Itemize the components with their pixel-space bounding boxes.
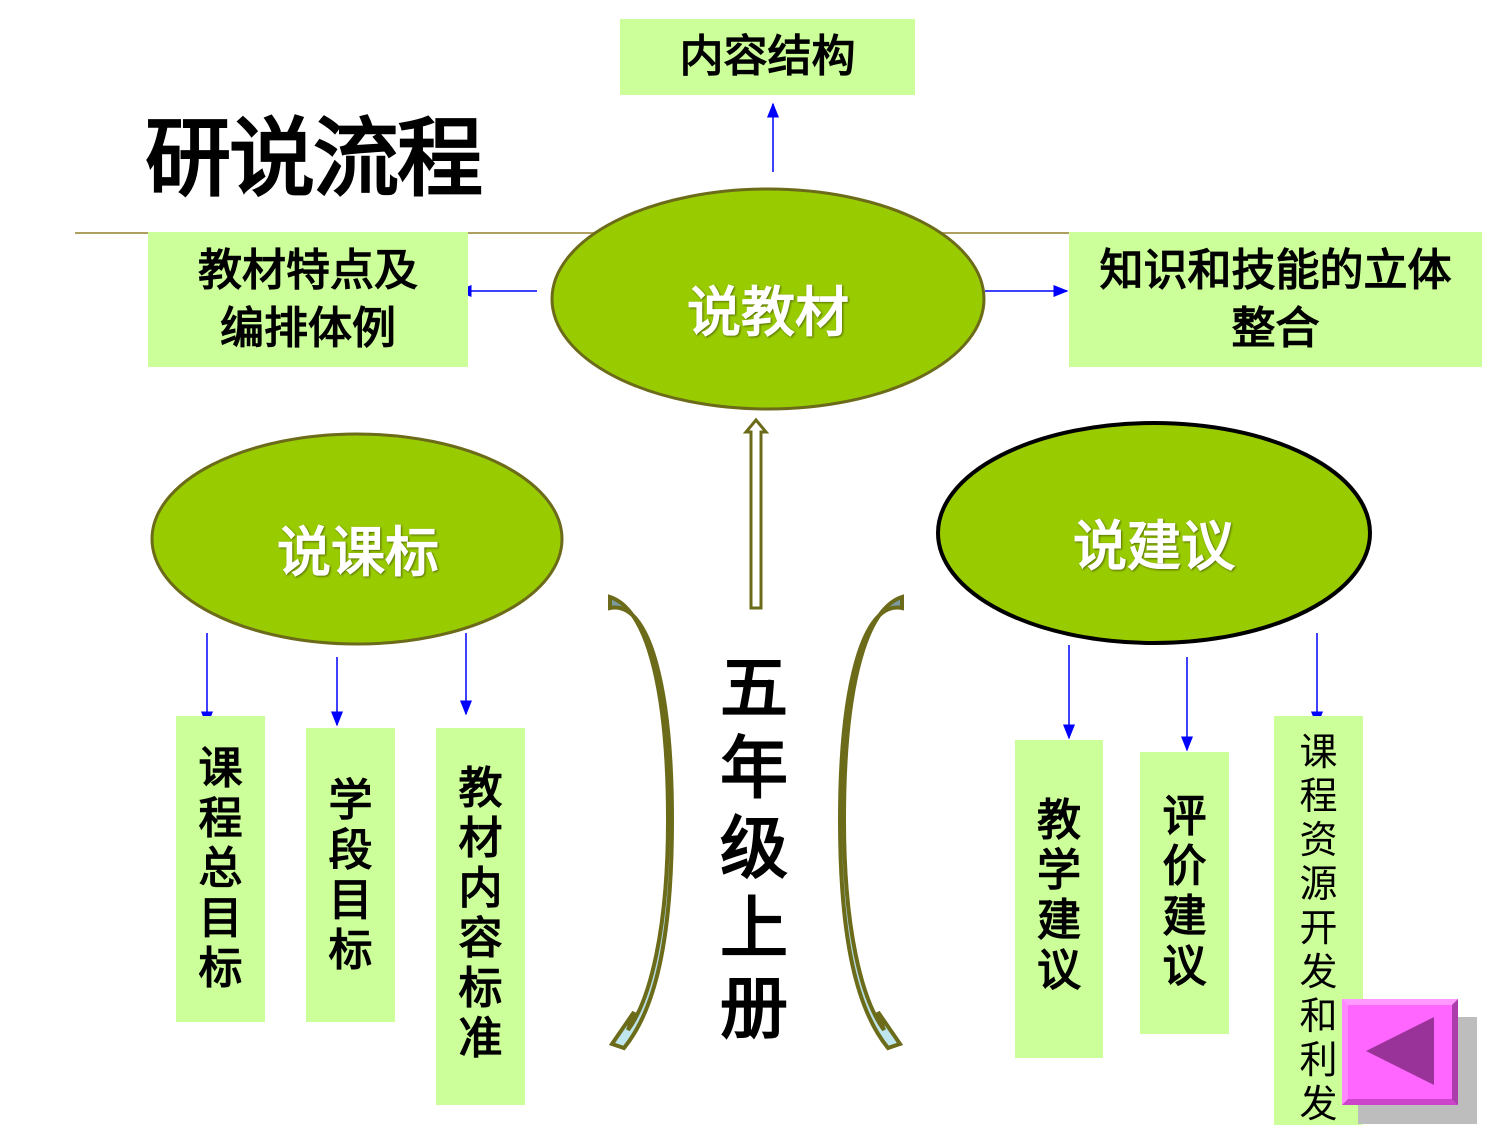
oval-shuo-kebiao (150, 432, 564, 646)
box-label: 教学建议 (1037, 795, 1081, 996)
box-course-goals: 课程总目标 (176, 716, 265, 1022)
oval-shuo-jiaocai (550, 187, 986, 411)
triangle-left-icon (1366, 1017, 1434, 1085)
page-title: 研说流程 (145, 109, 483, 209)
box-knowledge-skills: 知识和技能的立体整合 (1069, 232, 1482, 367)
box-label: 学段目标 (328, 775, 373, 976)
curved-arrow-left (608, 594, 675, 1051)
oval-label-shuo-jianyi: 说建议 (1073, 515, 1235, 578)
box-label: 教材内容标准 (458, 763, 503, 1064)
box-textbook-features: 教材特点及编排体例 (148, 232, 468, 367)
box-evaluation-advice: 评价建议 (1140, 752, 1229, 1034)
oval-label-shuo-kebiao: 说课标 (277, 521, 439, 584)
box-content-structure: 内容结构 (620, 19, 915, 95)
box-label: 评价建议 (1162, 791, 1207, 992)
back-button[interactable] (1342, 999, 1458, 1105)
up-double-arrow (742, 417, 770, 610)
box-label: 课程资源开发和利发 (1299, 730, 1338, 1126)
box-stage-goals: 学段目标 (306, 728, 395, 1022)
down-arrows (201, 633, 1323, 752)
grade-label: 五年级上册 (719, 650, 788, 1049)
box-content-standards: 教材内容标准 (436, 728, 525, 1105)
box-label: 课程总目标 (198, 743, 243, 994)
curved-arrow-right (837, 594, 904, 1051)
box-teaching-advice: 教学建议 (1015, 740, 1103, 1058)
oval-label-shuo-jiaocai: 说教材 (687, 281, 849, 344)
oval-shuo-jianyi (936, 421, 1372, 645)
